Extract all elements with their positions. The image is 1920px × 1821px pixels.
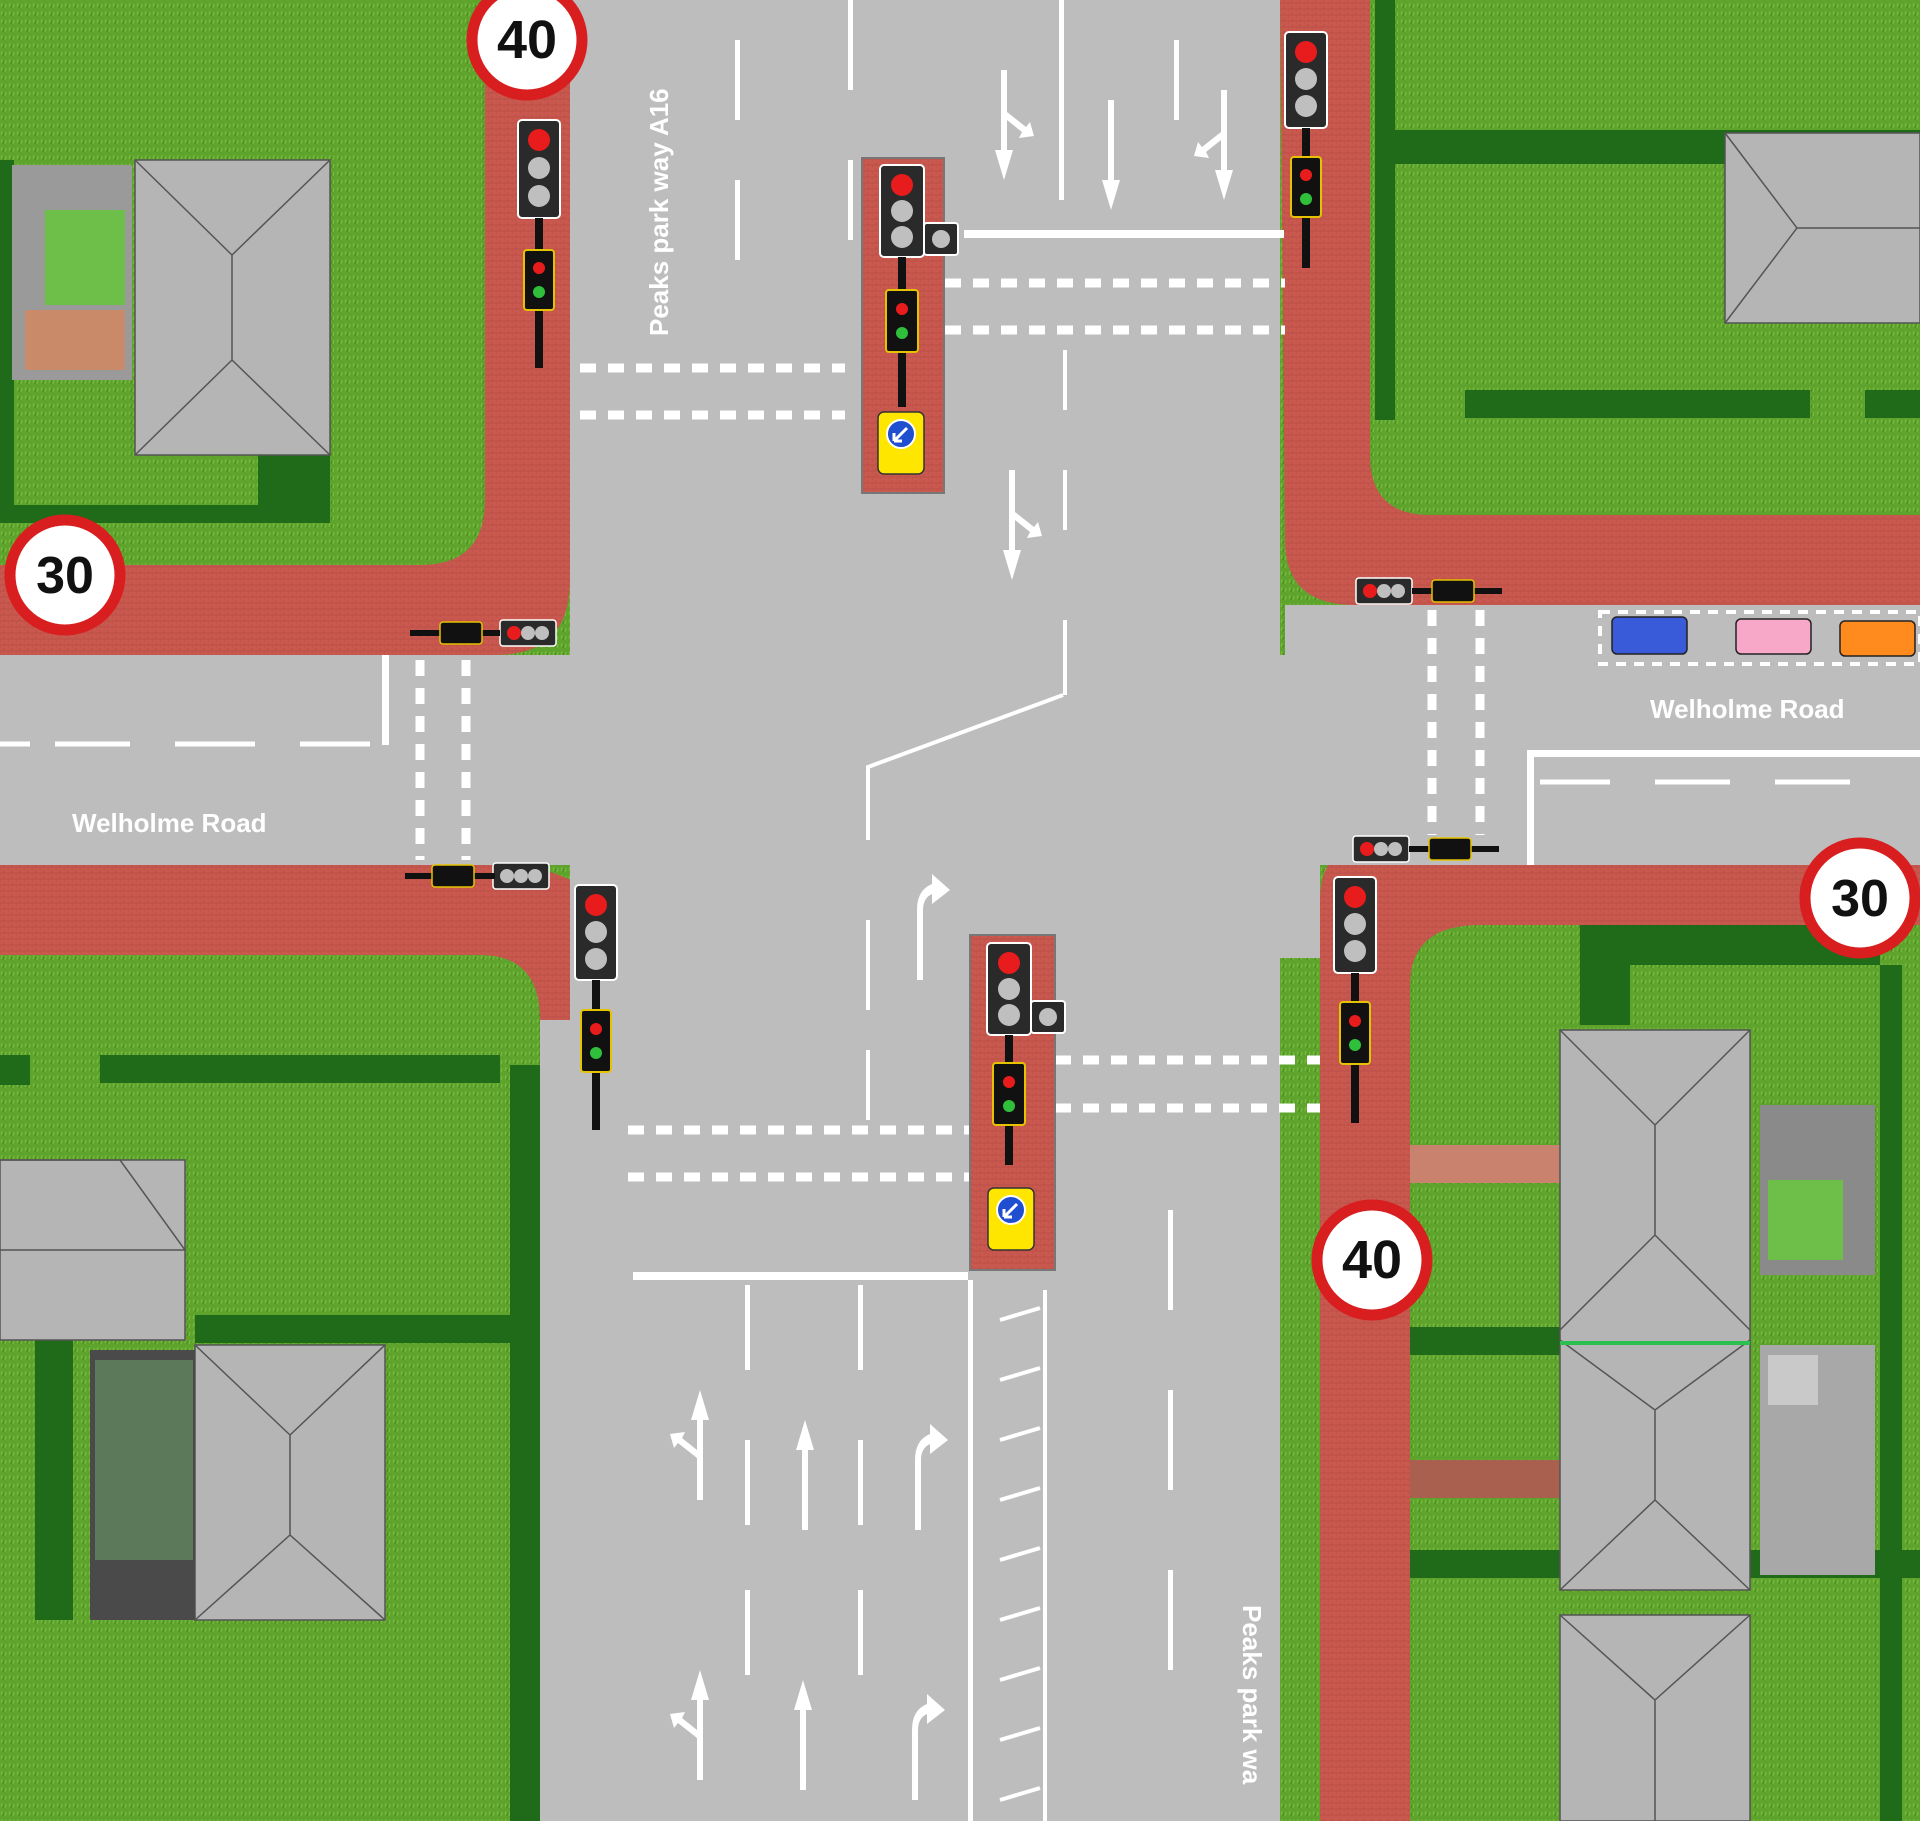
traffic-light-nw <box>517 119 561 368</box>
speed-limit-value: 40 <box>1342 1230 1402 1290</box>
speed-limit-sign-south: 40 <box>1311 1199 1433 1321</box>
speed-limit-sign-north: 40 <box>466 0 588 101</box>
traffic-lights <box>405 31 1502 1165</box>
traffic-light-east-top <box>1355 577 1502 605</box>
speed-limit-sign-east: 30 <box>1799 837 1920 959</box>
house-nw <box>134 159 331 456</box>
traffic-light-ne <box>1284 31 1328 268</box>
speed-limit-value: 30 <box>1831 870 1889 928</box>
pedestrian-crossings <box>415 278 1485 1182</box>
traffic-light-west-bottom <box>405 862 550 890</box>
crossing-south-west <box>628 1125 975 1182</box>
traffic-light-east-bottom <box>1352 835 1499 863</box>
house-se-1 <box>1559 1029 1751 1591</box>
road-label-main-south: Peaks park wa <box>1237 1605 1267 1785</box>
parked-car <box>1839 620 1916 657</box>
parked-car <box>1611 616 1688 655</box>
keep-left-sign-north <box>877 411 925 475</box>
road-label-east: Welholme Road <box>1650 694 1845 724</box>
keep-left-sign-south <box>987 1187 1035 1251</box>
speed-limit-value: 40 <box>497 10 557 70</box>
road-label-west: Welholme Road <box>72 808 267 838</box>
speed-limit-signs: 40 30 30 40 <box>4 0 1920 1321</box>
traffic-light-west-top <box>410 619 557 647</box>
house-sw-1 <box>0 1159 187 1341</box>
traffic-light-se <box>1333 876 1377 1123</box>
house-se-2 <box>1559 1614 1751 1821</box>
gardens <box>12 165 1875 1620</box>
crossing-east <box>1427 610 1485 835</box>
parked-vehicles <box>1598 610 1920 666</box>
crossing-west <box>415 660 471 860</box>
keep-left-signs <box>877 411 1035 1251</box>
house-sw-2 <box>194 1344 386 1621</box>
crossing-north-east <box>945 278 1285 335</box>
speed-limit-value: 30 <box>36 547 94 605</box>
speed-limit-sign-west: 30 <box>4 514 126 636</box>
parked-car <box>1735 618 1812 655</box>
traffic-light-south-island <box>986 942 1066 1165</box>
traffic-light-sw <box>574 884 618 1130</box>
road-label-main-north: Peaks park way A16 <box>644 88 674 336</box>
traffic-light-north-island <box>879 164 959 407</box>
road-labels: Peaks park way A16 Peaks park wa Welholm… <box>72 88 1845 1784</box>
house-ne <box>1724 132 1920 324</box>
houses <box>0 132 1920 1821</box>
